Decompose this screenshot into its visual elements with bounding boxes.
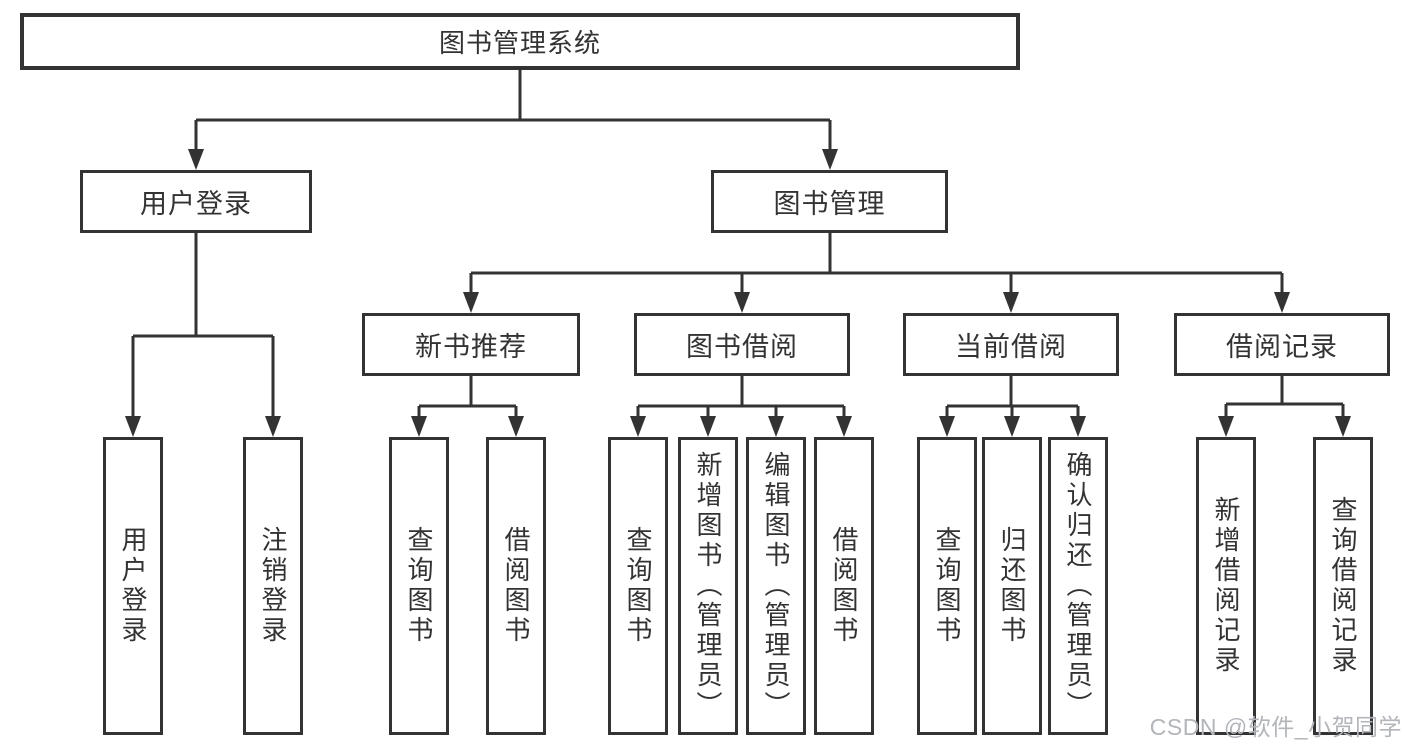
arrow-down-icon	[265, 416, 281, 437]
leaf-cb-return-books: 归还图书	[982, 437, 1042, 735]
arrow-down-icon	[508, 416, 524, 437]
node-label: 借阅图书	[501, 526, 531, 646]
node-label: 新增图书（管理员）	[693, 451, 723, 721]
arrow-down-icon	[411, 416, 427, 437]
node-label: 查询图书	[932, 526, 962, 646]
leaf-cb-query-books: 查询图书	[917, 437, 977, 735]
leaf-cb-confirm-return-admin: 确认归还（管理员）	[1048, 437, 1108, 735]
node-library-management-system: 图书管理系统	[20, 13, 1020, 70]
leaf-br-add-record: 新增借阅记录	[1196, 437, 1256, 735]
leaf-nbr-borrow-books: 借阅图书	[486, 437, 546, 735]
node-label: 归还图书	[997, 526, 1027, 646]
arrow-down-icon	[463, 292, 479, 313]
arrow-down-icon	[125, 416, 141, 437]
arrow-down-icon	[822, 149, 838, 170]
arrow-down-icon	[1274, 292, 1290, 313]
leaf-bb-add-books-admin: 新增图书（管理员）	[678, 437, 738, 735]
arrow-down-icon	[1218, 416, 1234, 437]
leaf-br-query-record: 查询借阅记录	[1313, 437, 1373, 735]
leaf-logout: 注销登录	[243, 437, 303, 735]
arrow-down-icon	[836, 416, 852, 437]
node-new-book-recommend: 新书推荐	[362, 313, 580, 376]
node-label: 图书借阅	[686, 332, 798, 362]
node-label: 用户登录	[118, 526, 148, 646]
node-label: 编辑图书（管理员）	[761, 451, 791, 721]
node-borrowing-records: 借阅记录	[1174, 313, 1390, 376]
arrow-down-icon	[1004, 416, 1020, 437]
leaf-bb-borrow-books: 借阅图书	[814, 437, 874, 735]
leaf-bb-query-books: 查询图书	[608, 437, 668, 735]
node-label: 注销登录	[258, 526, 288, 646]
node-current-borrowing: 当前借阅	[903, 313, 1119, 376]
leaf-nbr-query-books: 查询图书	[389, 437, 449, 735]
node-label: 当前借阅	[955, 332, 1067, 362]
arrow-down-icon	[188, 149, 204, 170]
node-label: 图书管理系统	[438, 28, 601, 58]
leaf-bb-edit-books-admin: 编辑图书（管理员）	[746, 437, 806, 735]
arrow-down-icon	[1003, 292, 1019, 313]
node-user-login: 用户登录	[80, 170, 312, 233]
node-label: 用户登录	[140, 189, 252, 219]
node-label: 查询图书	[404, 526, 434, 646]
node-label: 查询图书	[623, 526, 653, 646]
arrow-down-icon	[1335, 416, 1351, 437]
node-book-borrowing: 图书借阅	[634, 313, 850, 376]
node-label: 图书管理	[773, 189, 886, 219]
node-label: 借阅图书	[829, 526, 859, 646]
arrow-down-icon	[939, 416, 955, 437]
node-label: 借阅记录	[1226, 332, 1338, 362]
node-label: 新增借阅记录	[1211, 496, 1241, 676]
node-label: 确认归还（管理员）	[1063, 451, 1093, 721]
node-label: 查询借阅记录	[1328, 496, 1358, 676]
arrow-down-icon	[630, 416, 646, 437]
arrow-down-icon	[768, 416, 784, 437]
leaf-user-login: 用户登录	[103, 437, 163, 735]
connector-lines	[131, 70, 1345, 420]
arrow-down-icon	[700, 416, 716, 437]
node-book-management: 图书管理	[711, 170, 948, 233]
arrow-down-icon	[734, 292, 750, 313]
node-label: 新书推荐	[415, 332, 527, 362]
csdn-watermark: CSDN @软件_小贺同学	[1149, 714, 1402, 740]
arrow-down-icon	[1070, 416, 1086, 437]
